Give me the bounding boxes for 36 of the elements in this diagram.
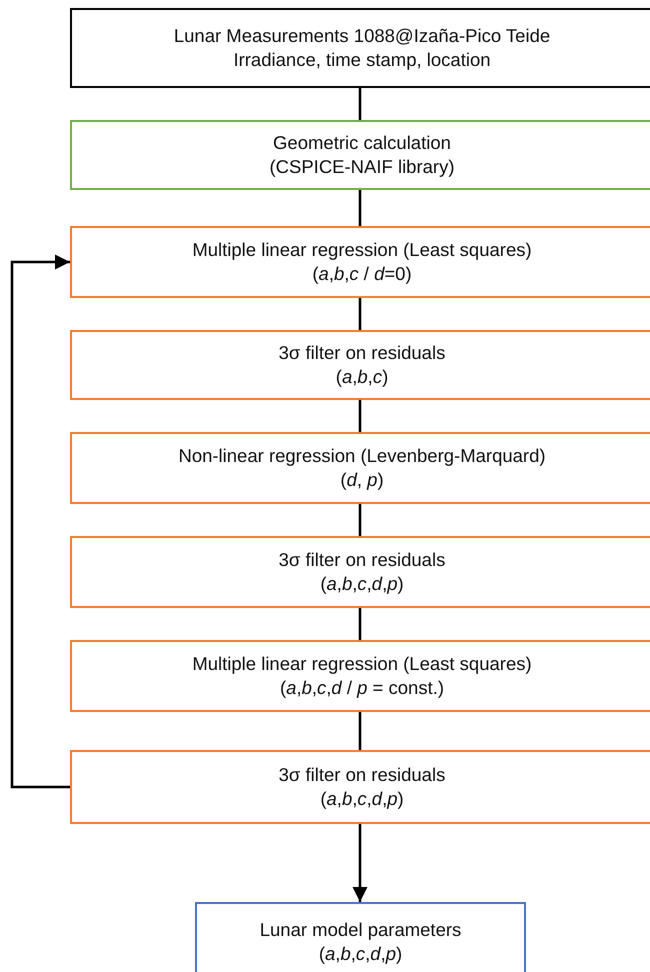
step-detail: (CSPICE-NAIF library) xyxy=(269,155,454,179)
step-detail: (a,b,c,d,p) xyxy=(318,942,402,966)
step-title: Multiple linear regression (Least squares) xyxy=(192,238,532,262)
step-title: Lunar model parameters xyxy=(260,918,462,942)
process-box xyxy=(70,226,650,298)
step-detail: (a,b,c) xyxy=(336,365,388,389)
process-box xyxy=(70,750,650,824)
process-box xyxy=(70,120,650,190)
connector-line xyxy=(358,712,362,750)
process-box xyxy=(70,8,650,88)
process-box xyxy=(70,432,650,504)
step-title: 3σ filter on residuals xyxy=(278,548,446,572)
step-title: Geometric calculation xyxy=(273,131,451,155)
process-box xyxy=(70,640,650,712)
step-detail: (a,b,c / d=0) xyxy=(312,262,412,286)
arrow xyxy=(10,254,70,788)
step-title: Multiple linear regression (Least squares) xyxy=(192,652,532,676)
process-box xyxy=(70,536,650,608)
connector-line xyxy=(358,504,362,536)
connector-line xyxy=(358,190,362,226)
step-detail: (a,b,c,d / p = const.) xyxy=(280,676,444,700)
step-detail: (a,b,c,d,p) xyxy=(320,787,404,811)
connector-line xyxy=(358,298,362,330)
step-title: Lunar Measurements 1088@Izaña-Pico Teide xyxy=(174,24,550,48)
step-detail: (a,b,c,d,p) xyxy=(320,572,404,596)
connector-line xyxy=(358,88,362,120)
process-box xyxy=(70,330,650,400)
step-detail: Irradiance, time stamp, location xyxy=(233,48,491,72)
connector-line xyxy=(358,608,362,640)
arrow xyxy=(352,824,368,902)
step-title: 3σ filter on residuals xyxy=(278,341,446,365)
step-title: 3σ filter on residuals xyxy=(278,763,446,787)
process-box xyxy=(195,902,526,972)
connector-line xyxy=(358,400,362,432)
step-title: Non-linear regression (Levenberg-Marquard) xyxy=(178,444,546,468)
step-detail: (d, p) xyxy=(340,468,384,492)
